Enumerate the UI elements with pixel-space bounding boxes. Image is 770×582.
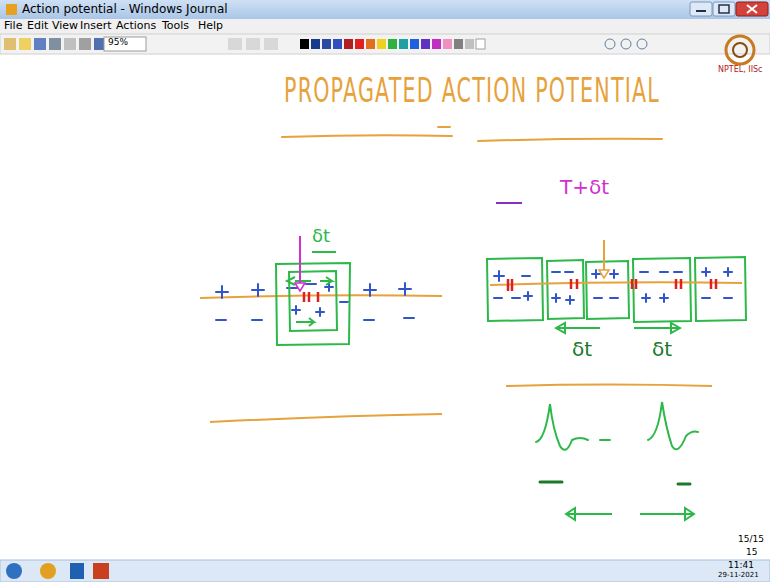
nptel-logo — [726, 36, 754, 64]
label-underline — [312, 251, 336, 253]
title-bar — [0, 0, 770, 19]
app-icon — [6, 4, 17, 15]
stimulus-line — [299, 236, 301, 290]
trace-underline — [540, 482, 690, 484]
direction-arrows — [566, 508, 694, 520]
page-counter: 15/15 — [738, 535, 764, 545]
menu-item: Actions — [116, 20, 156, 32]
time-label: T+δt — [560, 176, 609, 198]
stimulus-arrowhead — [295, 283, 305, 291]
taskbar-icons — [6, 563, 109, 579]
label-underline — [496, 202, 522, 204]
clock-date: 29-11-2021 — [718, 572, 759, 580]
menu-bar — [0, 19, 770, 34]
title-underline — [282, 127, 662, 141]
charge-marks — [216, 283, 414, 320]
propagation-arrows — [556, 323, 680, 333]
segment-boxes — [487, 257, 746, 322]
page-title: PROPAGATED ACTION POTENTIAL — [284, 72, 660, 109]
clock-time: 11:41 — [728, 561, 754, 571]
tool-bar — [0, 34, 770, 54]
minimize-glyph — [696, 10, 706, 12]
time-label: δt — [652, 338, 672, 360]
maximize-button — [713, 2, 735, 16]
logo-caption: NPTEL, IISc — [718, 66, 763, 75]
divider-line — [210, 414, 442, 422]
axon-membrane — [490, 282, 742, 285]
menu-item: File — [4, 20, 22, 32]
zoom-level: 95% — [108, 38, 128, 48]
action-potential-trace — [536, 402, 698, 450]
charge-marks — [494, 268, 732, 304]
toolbar-icons — [4, 37, 647, 51]
divider-line — [506, 385, 712, 387]
time-label: δt — [312, 226, 330, 246]
menu-item: View — [52, 20, 78, 32]
sodium-channel — [508, 279, 716, 291]
taskbar — [0, 560, 770, 582]
time-label: δt — [572, 338, 592, 360]
close-glyph — [747, 5, 757, 13]
maximize-glyph — [719, 5, 729, 13]
menu-item: Help — [198, 20, 223, 32]
window-title: Action potential - Windows Journal — [22, 3, 228, 16]
page-number: 15 — [746, 548, 757, 558]
depolarized-zone-box — [276, 263, 350, 345]
stimulus-arrowhead — [599, 270, 609, 278]
minimize-button — [690, 2, 712, 16]
menu-item: Tools — [162, 20, 189, 32]
sodium-channel — [304, 292, 318, 302]
axon-membrane — [200, 295, 442, 298]
menu-item: Insert — [80, 20, 112, 32]
close-button — [736, 2, 768, 16]
menu-item: Edit — [27, 20, 48, 32]
